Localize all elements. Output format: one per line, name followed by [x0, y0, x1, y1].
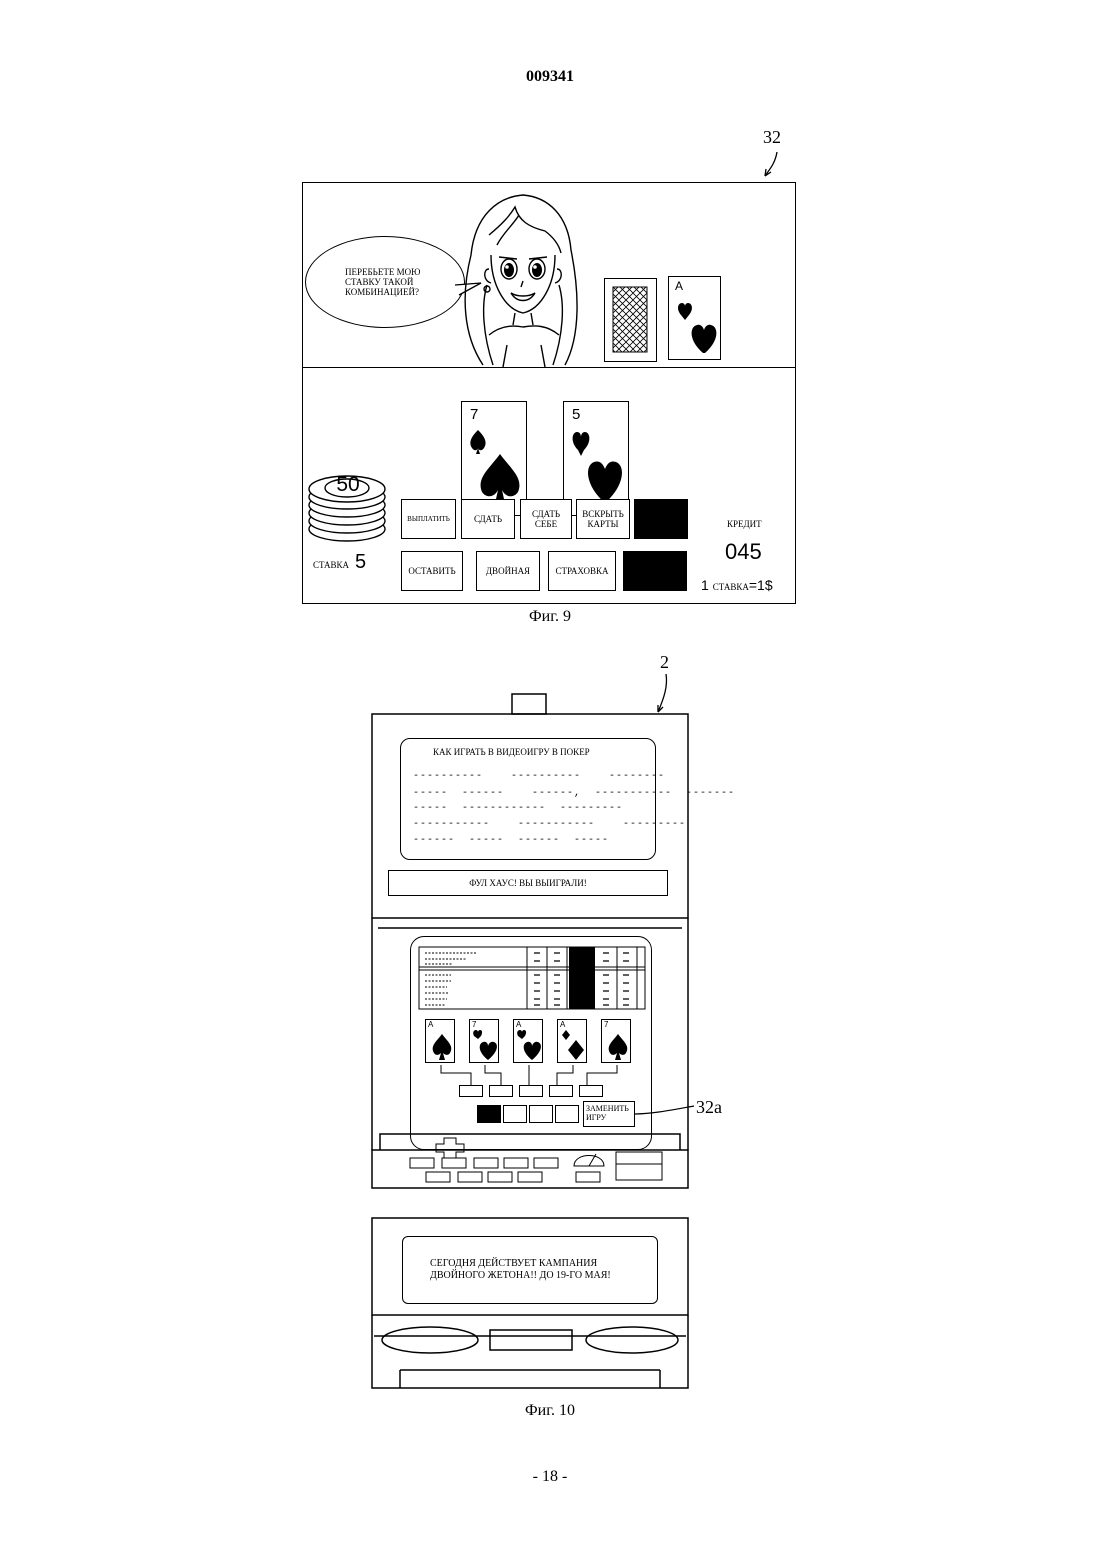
win-message-bar: ФУЛ ХАУС! ВЫ ВЫИГРАЛИ!: [388, 870, 668, 896]
campaign-text: СЕГОДНЯ ДЕЙСТВУЕТ КАМПАНИЯ ДВОЙНОГО ЖЕТО…: [430, 1258, 630, 1282]
pay-table: [417, 945, 647, 1011]
hold-button-4[interactable]: [549, 1085, 573, 1097]
hand-card-4[interactable]: A: [557, 1019, 587, 1063]
bet-rate: 1 СТАВКА=1$: [701, 577, 773, 595]
bet-rate-label: СТАВКА: [713, 582, 749, 592]
reveal-cards-button[interactable]: ВСКРЫТЬ КАРТЫ: [576, 499, 630, 539]
hearts-suit-icon: [673, 295, 721, 357]
card-back-pattern: [605, 279, 656, 361]
campaign-panel: СЕГОДНЯ ДЕЙСТВУЕТ КАМПАНИЯ ДВОЙНОГО ЖЕТО…: [402, 1236, 658, 1304]
instruction-line-5: ------ ----- ------ -----: [413, 835, 609, 846]
control-button-3[interactable]: [529, 1105, 553, 1123]
hold-button-5[interactable]: [579, 1085, 603, 1097]
dealer-character-illustration: [453, 185, 593, 367]
page-number: - 18 -: [0, 1468, 1100, 1486]
figure-10-caption: Фиг. 10: [450, 1402, 650, 1420]
stand-button[interactable]: ОСТАВИТЬ: [401, 551, 463, 591]
card-rank: 7: [472, 1020, 476, 1029]
hold-button-1[interactable]: [459, 1085, 483, 1097]
card-rank: A: [560, 1020, 565, 1029]
figure-9-reference-label: 32: [763, 127, 781, 148]
instruction-line-3: ----- ------------ ---------: [413, 803, 623, 814]
deal-self-button[interactable]: СДАТЬ СЕБЕ: [520, 499, 572, 539]
dealer-card-face-down: [604, 278, 657, 362]
chip-value: 50: [327, 473, 369, 497]
card-rank: A: [428, 1020, 433, 1029]
control-deck: [400, 1136, 670, 1186]
bet-rate-prefix: 1: [701, 577, 709, 593]
instruction-line-2: ----- ------ ------, ----------- -------: [413, 788, 735, 799]
insurance-button[interactable]: СТРАХОВКА: [548, 551, 616, 591]
hold-button-2[interactable]: [489, 1085, 513, 1097]
change-game-button[interactable]: ЗАМЕНИТЬ ИГРУ: [583, 1101, 635, 1127]
speech-text: ПЕРЕБЬЕТЕ МОЮ СТАВКУ ТАКОЙ КОМБИНАЦИЕЙ?: [345, 267, 425, 297]
screen-divider: [303, 367, 795, 368]
speech-bubble: ПЕРЕБЬЕТЕ МОЮ СТАВКУ ТАКОЙ КОМБИНАЦИЕЙ?: [305, 236, 465, 328]
figure-10-reference-label: 2: [660, 652, 669, 673]
reference-leader-line-32: [755, 150, 785, 186]
card-rank: A: [675, 279, 683, 293]
document-number: 009341: [0, 68, 1100, 86]
blank-dark-button-2[interactable]: [623, 551, 687, 591]
payout-button[interactable]: ВЫПЛАТИТЬ: [401, 499, 456, 539]
credit-value: 045: [725, 539, 762, 565]
figure-10-sub-reference-label: 32a: [696, 1097, 722, 1118]
card-rank: A: [516, 1020, 521, 1029]
hand-card-5[interactable]: 7: [601, 1019, 631, 1063]
control-button-4[interactable]: [555, 1105, 579, 1123]
figure-9-caption: Фиг. 9: [450, 608, 650, 626]
reference-leader-line-32a: [632, 1100, 702, 1120]
card-rank: 7: [604, 1020, 608, 1029]
hand-card-3[interactable]: A: [513, 1019, 543, 1063]
dealer-card-face-up: A: [668, 276, 721, 360]
credit-label: КРЕДИТ: [727, 519, 762, 529]
blank-dark-button-1[interactable]: [634, 499, 688, 539]
game-screen: ПЕРЕБЬЕТЕ МОЮ СТАВКУ ТАКОЙ КОМБИНАЦИЕЙ?: [302, 182, 796, 604]
control-button-dark[interactable]: [477, 1105, 501, 1123]
double-button[interactable]: ДВОЙНАЯ: [476, 551, 540, 591]
deal-button[interactable]: СДАТЬ: [461, 499, 515, 539]
hand-card-1[interactable]: A: [425, 1019, 455, 1063]
hold-button-3[interactable]: [519, 1085, 543, 1097]
instructions-title: КАК ИГРАТЬ В ВИДЕОИГРУ В ПОКЕР: [433, 747, 590, 757]
cabinet-base-slots: [380, 1322, 690, 1356]
bet-label: СТАВКА: [313, 560, 349, 570]
control-button-2[interactable]: [503, 1105, 527, 1123]
instruction-line-4: ----------- ----------- ---------: [413, 819, 686, 830]
instructions-panel: КАК ИГРАТЬ В ВИДЕОИГРУ В ПОКЕР ---------…: [400, 738, 656, 860]
video-poker-screen: A 7 A A 7 ЗАМЕНИТЬ ИГРУ: [410, 936, 652, 1150]
bet-value: 5: [355, 551, 366, 574]
hand-card-2[interactable]: 7: [469, 1019, 499, 1063]
bet-rate-suffix: =1$: [749, 577, 773, 593]
instruction-line-1: ---------- ---------- --------: [413, 771, 665, 782]
